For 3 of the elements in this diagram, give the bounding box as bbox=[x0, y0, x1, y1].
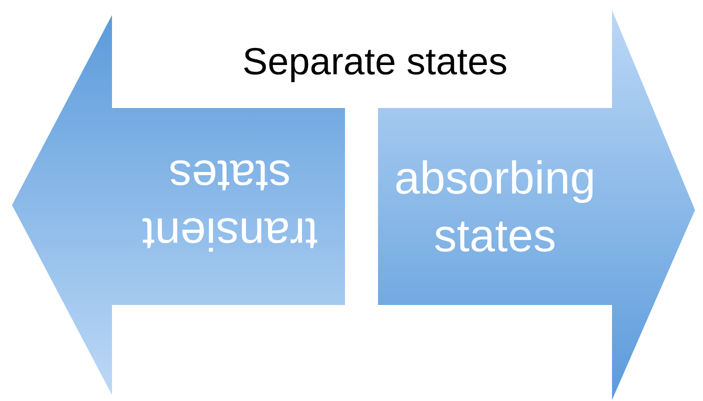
title: Separate states bbox=[244, 48, 506, 82]
block-arrow: transient states bbox=[142, 160, 318, 252]
block-arrow: absorbing states bbox=[396, 160, 593, 252]
